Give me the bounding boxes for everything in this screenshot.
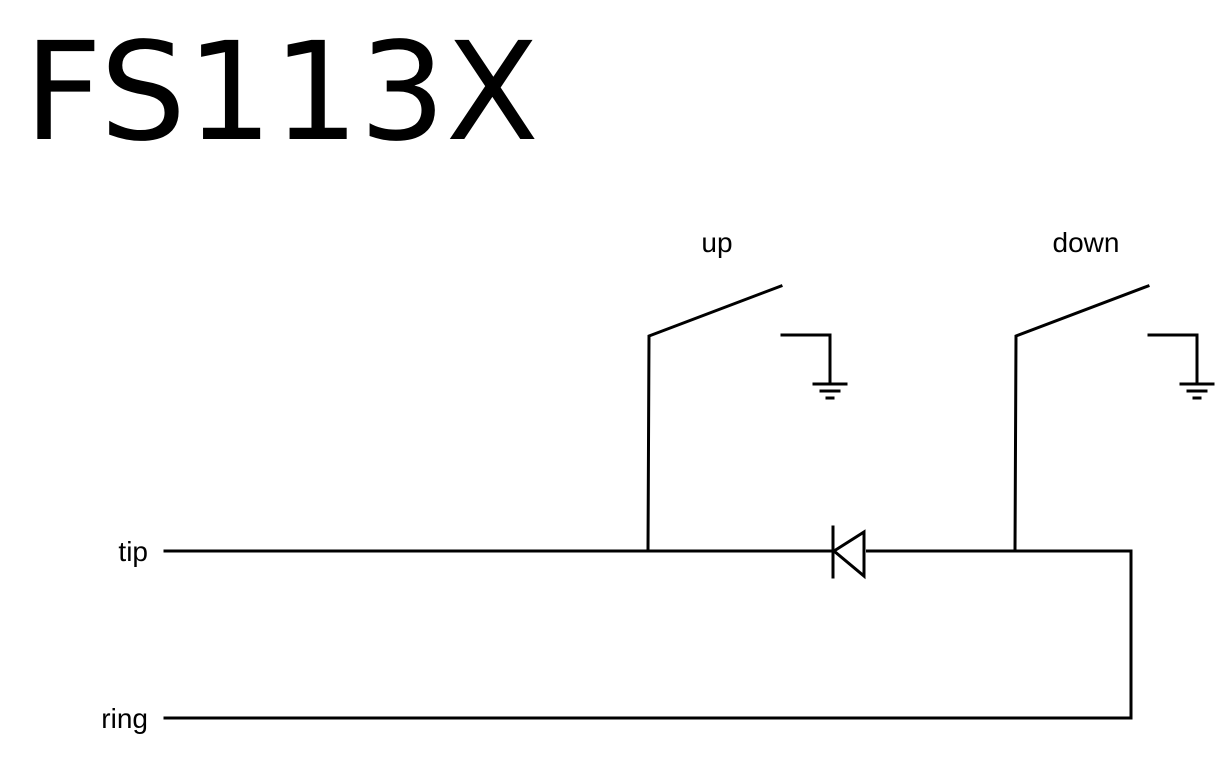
label-up: up: [701, 227, 732, 258]
tip-wire: [163, 549, 1133, 720]
diagram-title: FS113X: [24, 14, 539, 172]
diode-icon: [831, 525, 866, 580]
switch-down: [1013, 284, 1150, 553]
ground-icon: [1147, 333, 1215, 400]
label-down: down: [1053, 227, 1120, 258]
label-tip: tip: [118, 536, 148, 567]
switch-up: [646, 284, 783, 553]
label-ring: ring: [101, 703, 148, 734]
ground-icon: [780, 333, 848, 400]
